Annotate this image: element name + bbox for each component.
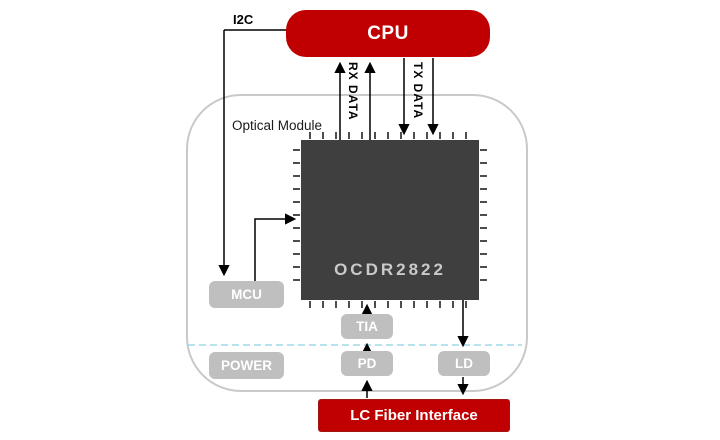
optical-module-label: Optical Module [232,118,323,133]
pd-label: PD [357,356,377,371]
tx-data-label: TX DATA [411,62,425,120]
lc-fiber-interface-block: LC Fiber Interface [318,399,510,432]
lc-fiber-interface-label: LC Fiber Interface [350,407,478,424]
tia-label: TIA [356,319,378,334]
power-block: POWER [209,352,284,379]
chip-block: OCDR2822 [301,140,479,300]
optical-module-outline [186,94,528,392]
cpu-label: CPU [367,22,409,44]
ld-label: LD [455,356,473,371]
pd-block: PD [341,351,393,376]
power-label: POWER [220,358,272,373]
i2c-label: I2C [233,12,254,27]
ld-block: LD [438,351,490,376]
chip-name-label: OCDR2822 [334,260,446,279]
tia-block: TIA [341,314,393,339]
mcu-block: MCU [209,281,284,308]
mcu-label: MCU [231,287,262,302]
cpu-block: CPU [286,10,490,57]
rx-data-label: RX DATA [346,62,360,121]
